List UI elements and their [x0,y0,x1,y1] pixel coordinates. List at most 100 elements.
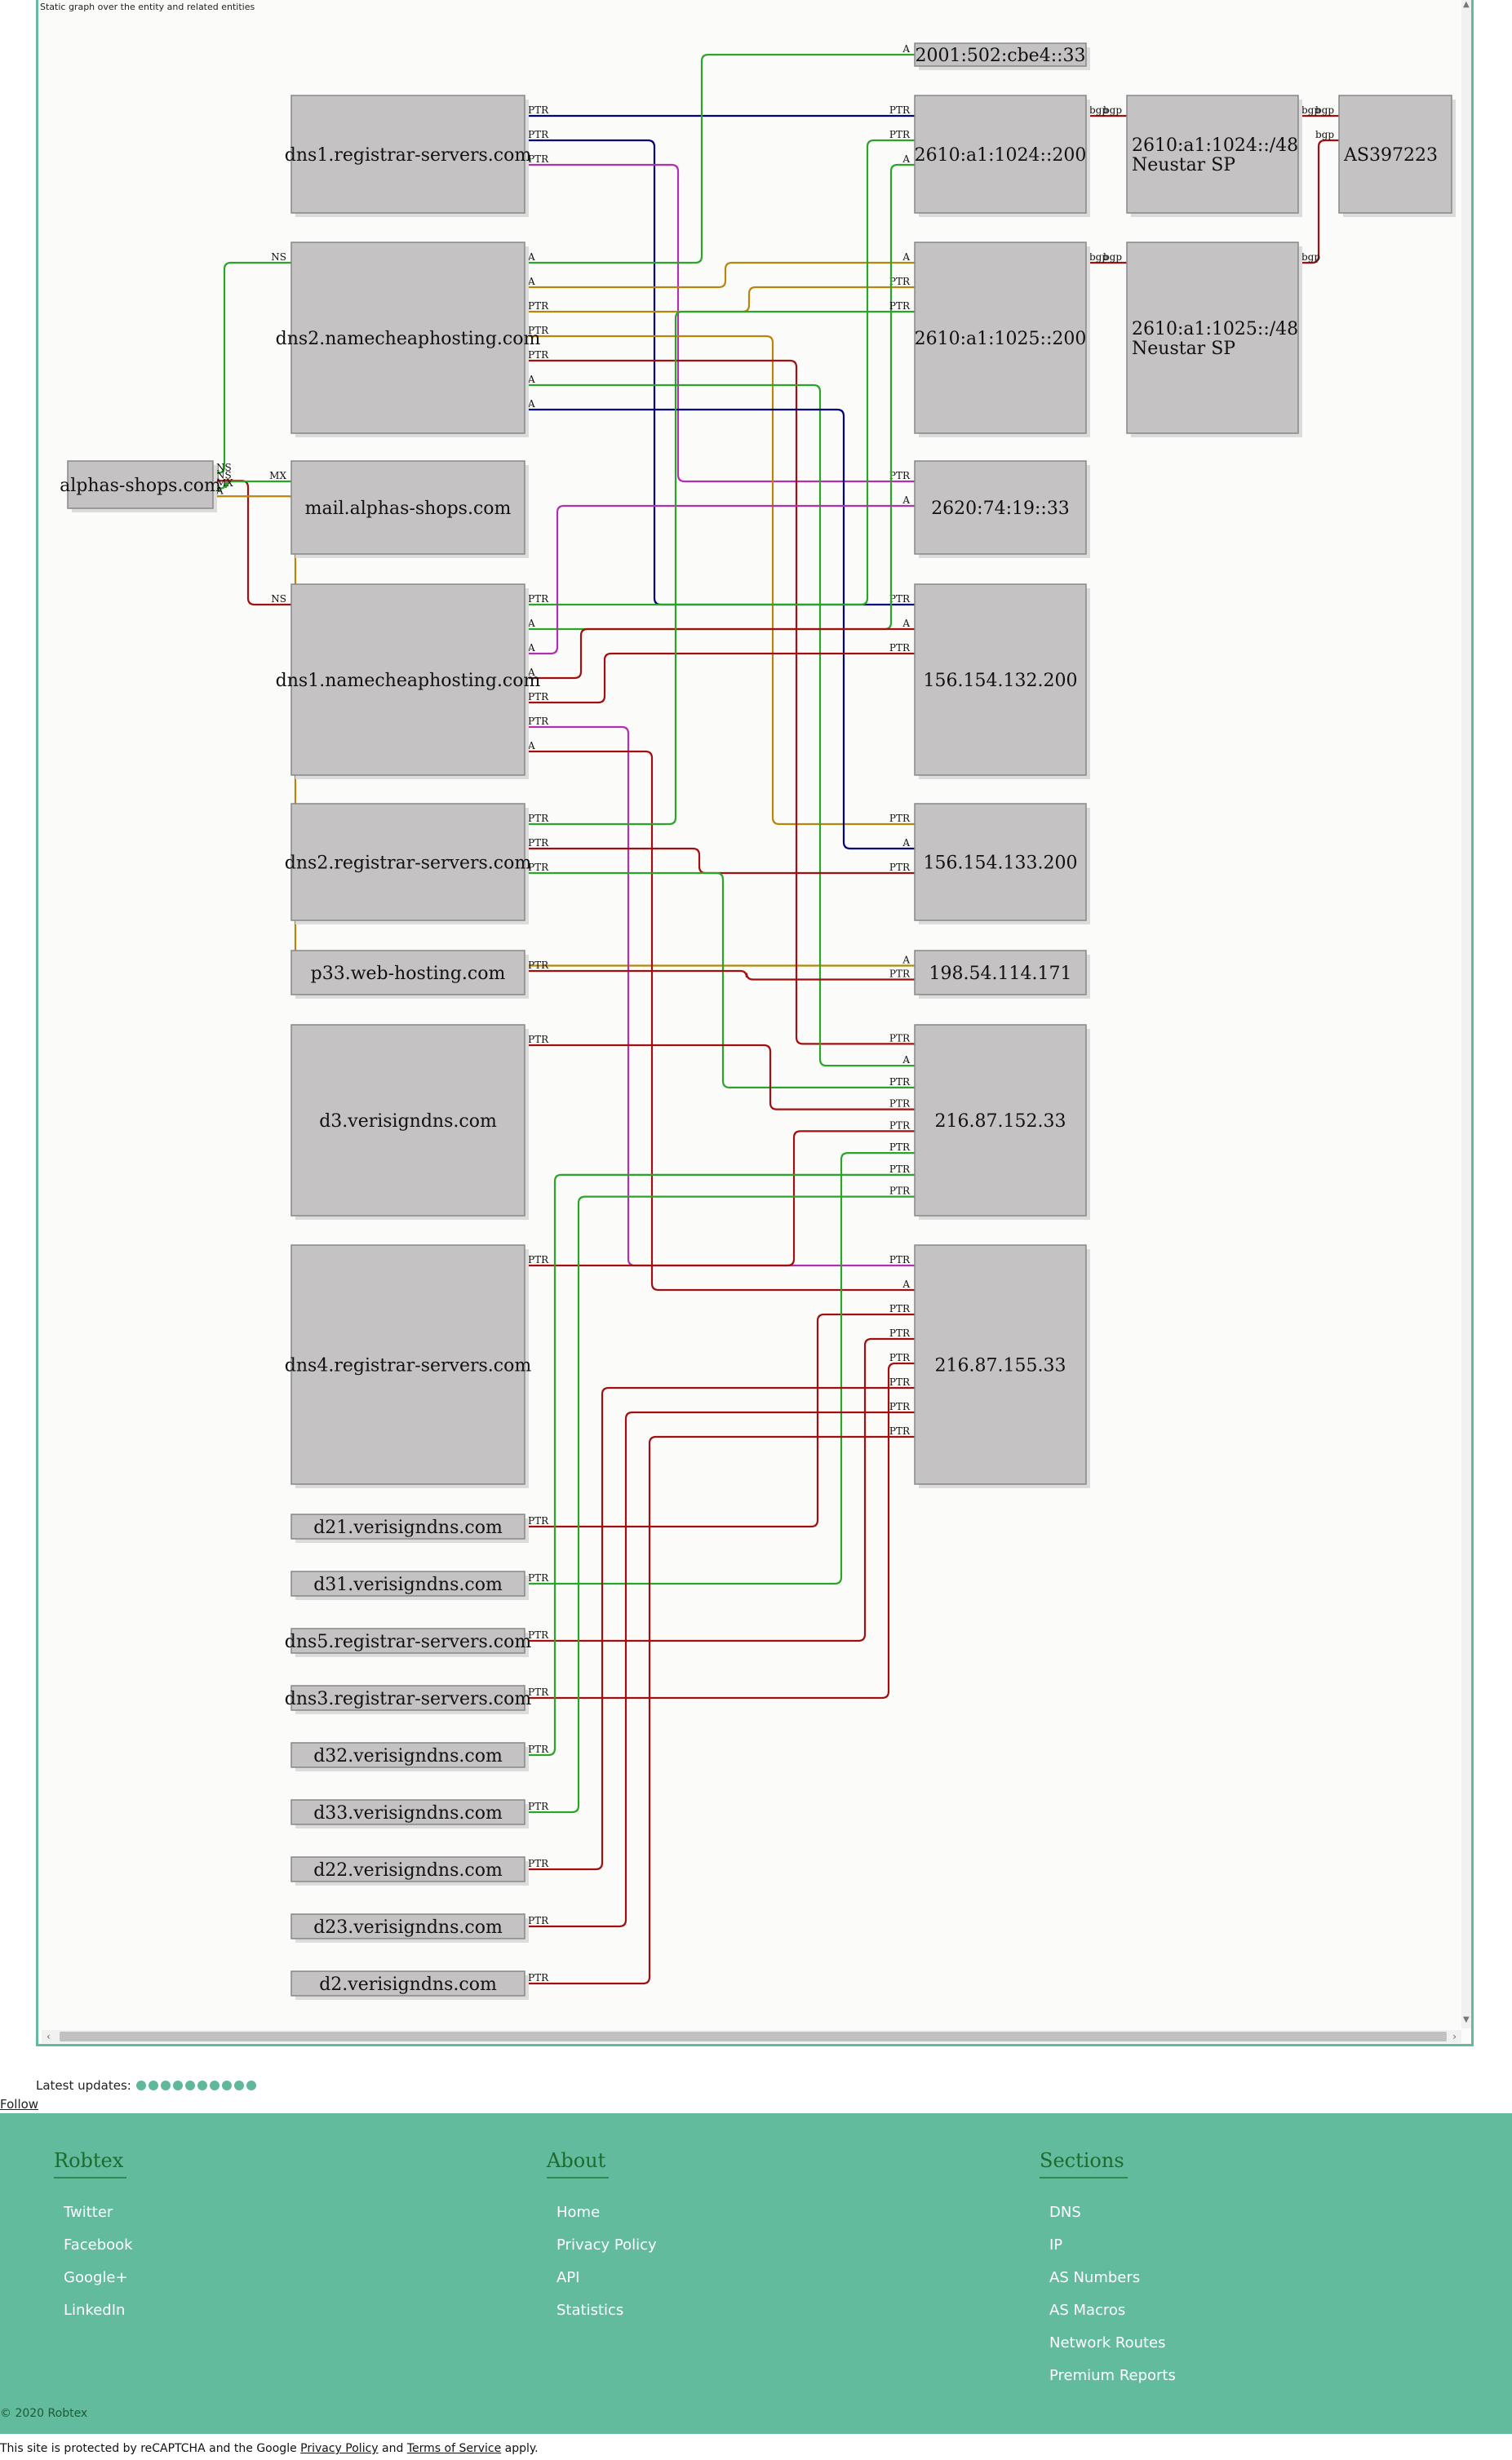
node-dns3rs[interactable]: dns3.registrar-servers.com [285,1685,532,1714]
node-ip6a[interactable]: 2001:502:cbe4::33 [914,42,1090,70]
node-dns1nc[interactable]: dns1.namecheaphosting.com [276,583,541,779]
update-dot[interactable] [209,2081,219,2090]
footer-link-home[interactable]: Home [556,2204,601,2221]
footer-link-as-numbers[interactable]: AS Numbers [1049,2269,1141,2286]
node-box[interactable] [290,1571,525,1597]
scroll-up-icon[interactable]: ▲ [1463,0,1470,9]
node-d33[interactable]: d33.verisigndns.com [290,1799,529,1828]
update-dot[interactable] [246,2081,256,2090]
node-alphas[interactable]: alphas-shops.com [60,460,221,512]
node-box[interactable] [290,1970,525,1997]
scroll-down-icon[interactable]: ▼ [1463,2015,1470,2024]
node-box[interactable] [290,1514,525,1540]
node-box[interactable] [67,460,214,509]
edge-label-target: PTR [889,1164,911,1175]
node-box[interactable] [914,1244,1087,1485]
node-label: Neustar SP [1132,155,1235,175]
node-box[interactable] [290,1799,525,1825]
node-box[interactable] [1338,95,1452,214]
node-box[interactable] [914,42,1087,67]
edge-label-source: A [527,667,535,678]
node-box[interactable] [914,950,1087,995]
node-d3v[interactable]: d3.verisigndns.com [290,1024,529,1220]
node-d23[interactable]: d23.verisigndns.com [290,1913,529,1943]
update-dot[interactable] [160,2081,171,2090]
node-box[interactable] [914,583,1087,776]
footer-link-linkedin[interactable]: LinkedIn [64,2302,126,2319]
footer-link-network-routes[interactable]: Network Routes [1049,2334,1166,2351]
footer-link-googleplus[interactable]: Google+ [64,2269,128,2286]
node-box[interactable] [914,95,1087,214]
node-d21[interactable]: d21.verisigndns.com [290,1514,529,1543]
node-box[interactable] [290,460,525,555]
edge-d2-ip4e [525,1435,915,1985]
node-box[interactable] [914,1024,1087,1217]
update-dot[interactable] [197,2081,207,2090]
update-dot[interactable] [184,2081,195,2090]
node-box[interactable] [914,803,1087,921]
node-box[interactable] [290,1856,525,1882]
node-ip6c[interactable]: 2610:a1:1025::200 [914,242,1090,437]
horizontal-scrollbar[interactable]: ‹ › [42,2030,1461,2043]
footer-link-api[interactable]: API [556,2269,580,2286]
node-box[interactable] [290,1244,525,1485]
node-dns1rs[interactable]: dns1.registrar-servers.com [285,95,532,217]
node-ip4c[interactable]: 198.54.114.171 [914,950,1090,999]
footer-link-twitter[interactable]: Twitter [64,2204,113,2221]
scrollbar-thumb[interactable] [60,2032,1447,2041]
node-d32[interactable]: d32.verisigndns.com [290,1742,529,1771]
update-dot[interactable] [135,2081,146,2090]
node-box[interactable] [290,1913,525,1939]
node-box[interactable] [914,460,1087,555]
edge-label-target: A [902,1279,910,1290]
node-dns4rs[interactable]: dns4.registrar-servers.com [285,1244,532,1488]
footer-link-facebook[interactable]: Facebook [64,2236,133,2254]
vertical-scrollbar[interactable]: ▲ ▼ [1461,0,1471,2028]
terms-of-service-link[interactable]: Terms of Service [406,2442,502,2455]
footer-link-as-macros[interactable]: AS Macros [1049,2302,1126,2319]
update-dot[interactable] [221,2081,232,2090]
node-box[interactable] [290,1024,525,1217]
update-dot[interactable] [172,2081,183,2090]
footer-link-ip[interactable]: IP [1049,2236,1063,2254]
node-box[interactable] [914,242,1087,434]
footer-link-statistics[interactable]: Statistics [556,2302,624,2319]
node-box[interactable] [290,95,525,214]
scroll-right-icon[interactable]: › [1452,2031,1457,2042]
update-dot[interactable] [148,2081,158,2090]
node-box[interactable] [290,583,525,776]
footer-link-privacy-policy[interactable]: Privacy Policy [556,2236,657,2254]
node-ip4b[interactable]: 156.154.133.200 [914,803,1090,924]
node-d31[interactable]: d31.verisigndns.com [290,1571,529,1600]
node-box[interactable] [290,950,525,995]
node-box[interactable] [290,1742,525,1768]
node-ip6d[interactable]: 2620:74:19::33 [914,460,1090,558]
update-dot[interactable] [233,2081,244,2090]
node-ip4d[interactable]: 216.87.152.33 [914,1024,1090,1220]
node-box[interactable] [290,803,525,921]
follow-link[interactable]: Follow [0,2097,39,2112]
node-dns2nc[interactable]: dns2.namecheaphosting.com [276,242,541,437]
node-box[interactable] [290,1685,525,1711]
node-d22[interactable]: d22.verisigndns.com [290,1856,529,1886]
edge-label-source: PTR [528,1744,549,1755]
node-dns5rs[interactable]: dns5.registrar-servers.com [285,1628,532,1657]
node-ip4a[interactable]: 156.154.132.200 [914,583,1090,779]
node-ip6b[interactable]: 2610:a1:1024::200 [914,95,1090,217]
node-p33[interactable]: p33.web-hosting.com [290,950,529,999]
node-box[interactable] [1126,242,1299,434]
footer-link-dns[interactable]: DNS [1049,2204,1081,2221]
privacy-policy-link[interactable]: Privacy Policy [300,2442,379,2455]
node-mail[interactable]: mail.alphas-shops.com [290,460,529,558]
node-box[interactable] [290,242,525,434]
node-dns2rs[interactable]: dns2.registrar-servers.com [285,803,532,924]
node-as[interactable]: AS397223 [1338,95,1456,217]
footer-link-premium-reports[interactable]: Premium Reports [1049,2367,1176,2384]
node-box[interactable] [1126,95,1299,214]
node-ip4e[interactable]: 216.87.155.33 [914,1244,1090,1488]
node-d2[interactable]: d2.verisigndns.com [290,1970,529,2000]
scroll-left-icon[interactable]: ‹ [47,2031,51,2042]
node-box[interactable] [290,1628,525,1654]
